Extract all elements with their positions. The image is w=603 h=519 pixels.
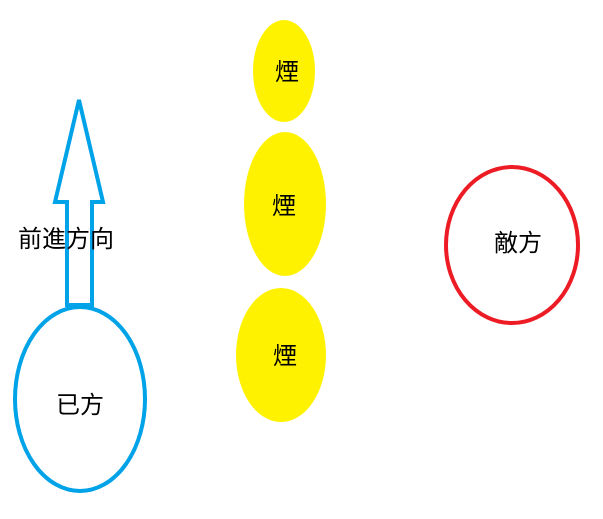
direction-label: 前進方向 bbox=[18, 225, 114, 253]
smoke-group: 煙 煙 煙 bbox=[236, 20, 326, 422]
enemy-label: 敵方 bbox=[494, 229, 542, 257]
smoke-cloud-3 bbox=[236, 288, 326, 422]
own-side-ellipse bbox=[13, 305, 147, 493]
smoke-label-2: 煙 bbox=[272, 192, 296, 220]
smoke-label-3: 煙 bbox=[273, 342, 297, 370]
smoke-cloud-2 bbox=[244, 132, 326, 276]
smoke-cloud-1 bbox=[253, 20, 315, 122]
own-side-label: 已方 bbox=[56, 391, 104, 419]
smoke-label-1: 煙 bbox=[275, 58, 299, 86]
up-arrow-icon bbox=[52, 99, 106, 307]
enemy-ellipse bbox=[444, 165, 580, 325]
